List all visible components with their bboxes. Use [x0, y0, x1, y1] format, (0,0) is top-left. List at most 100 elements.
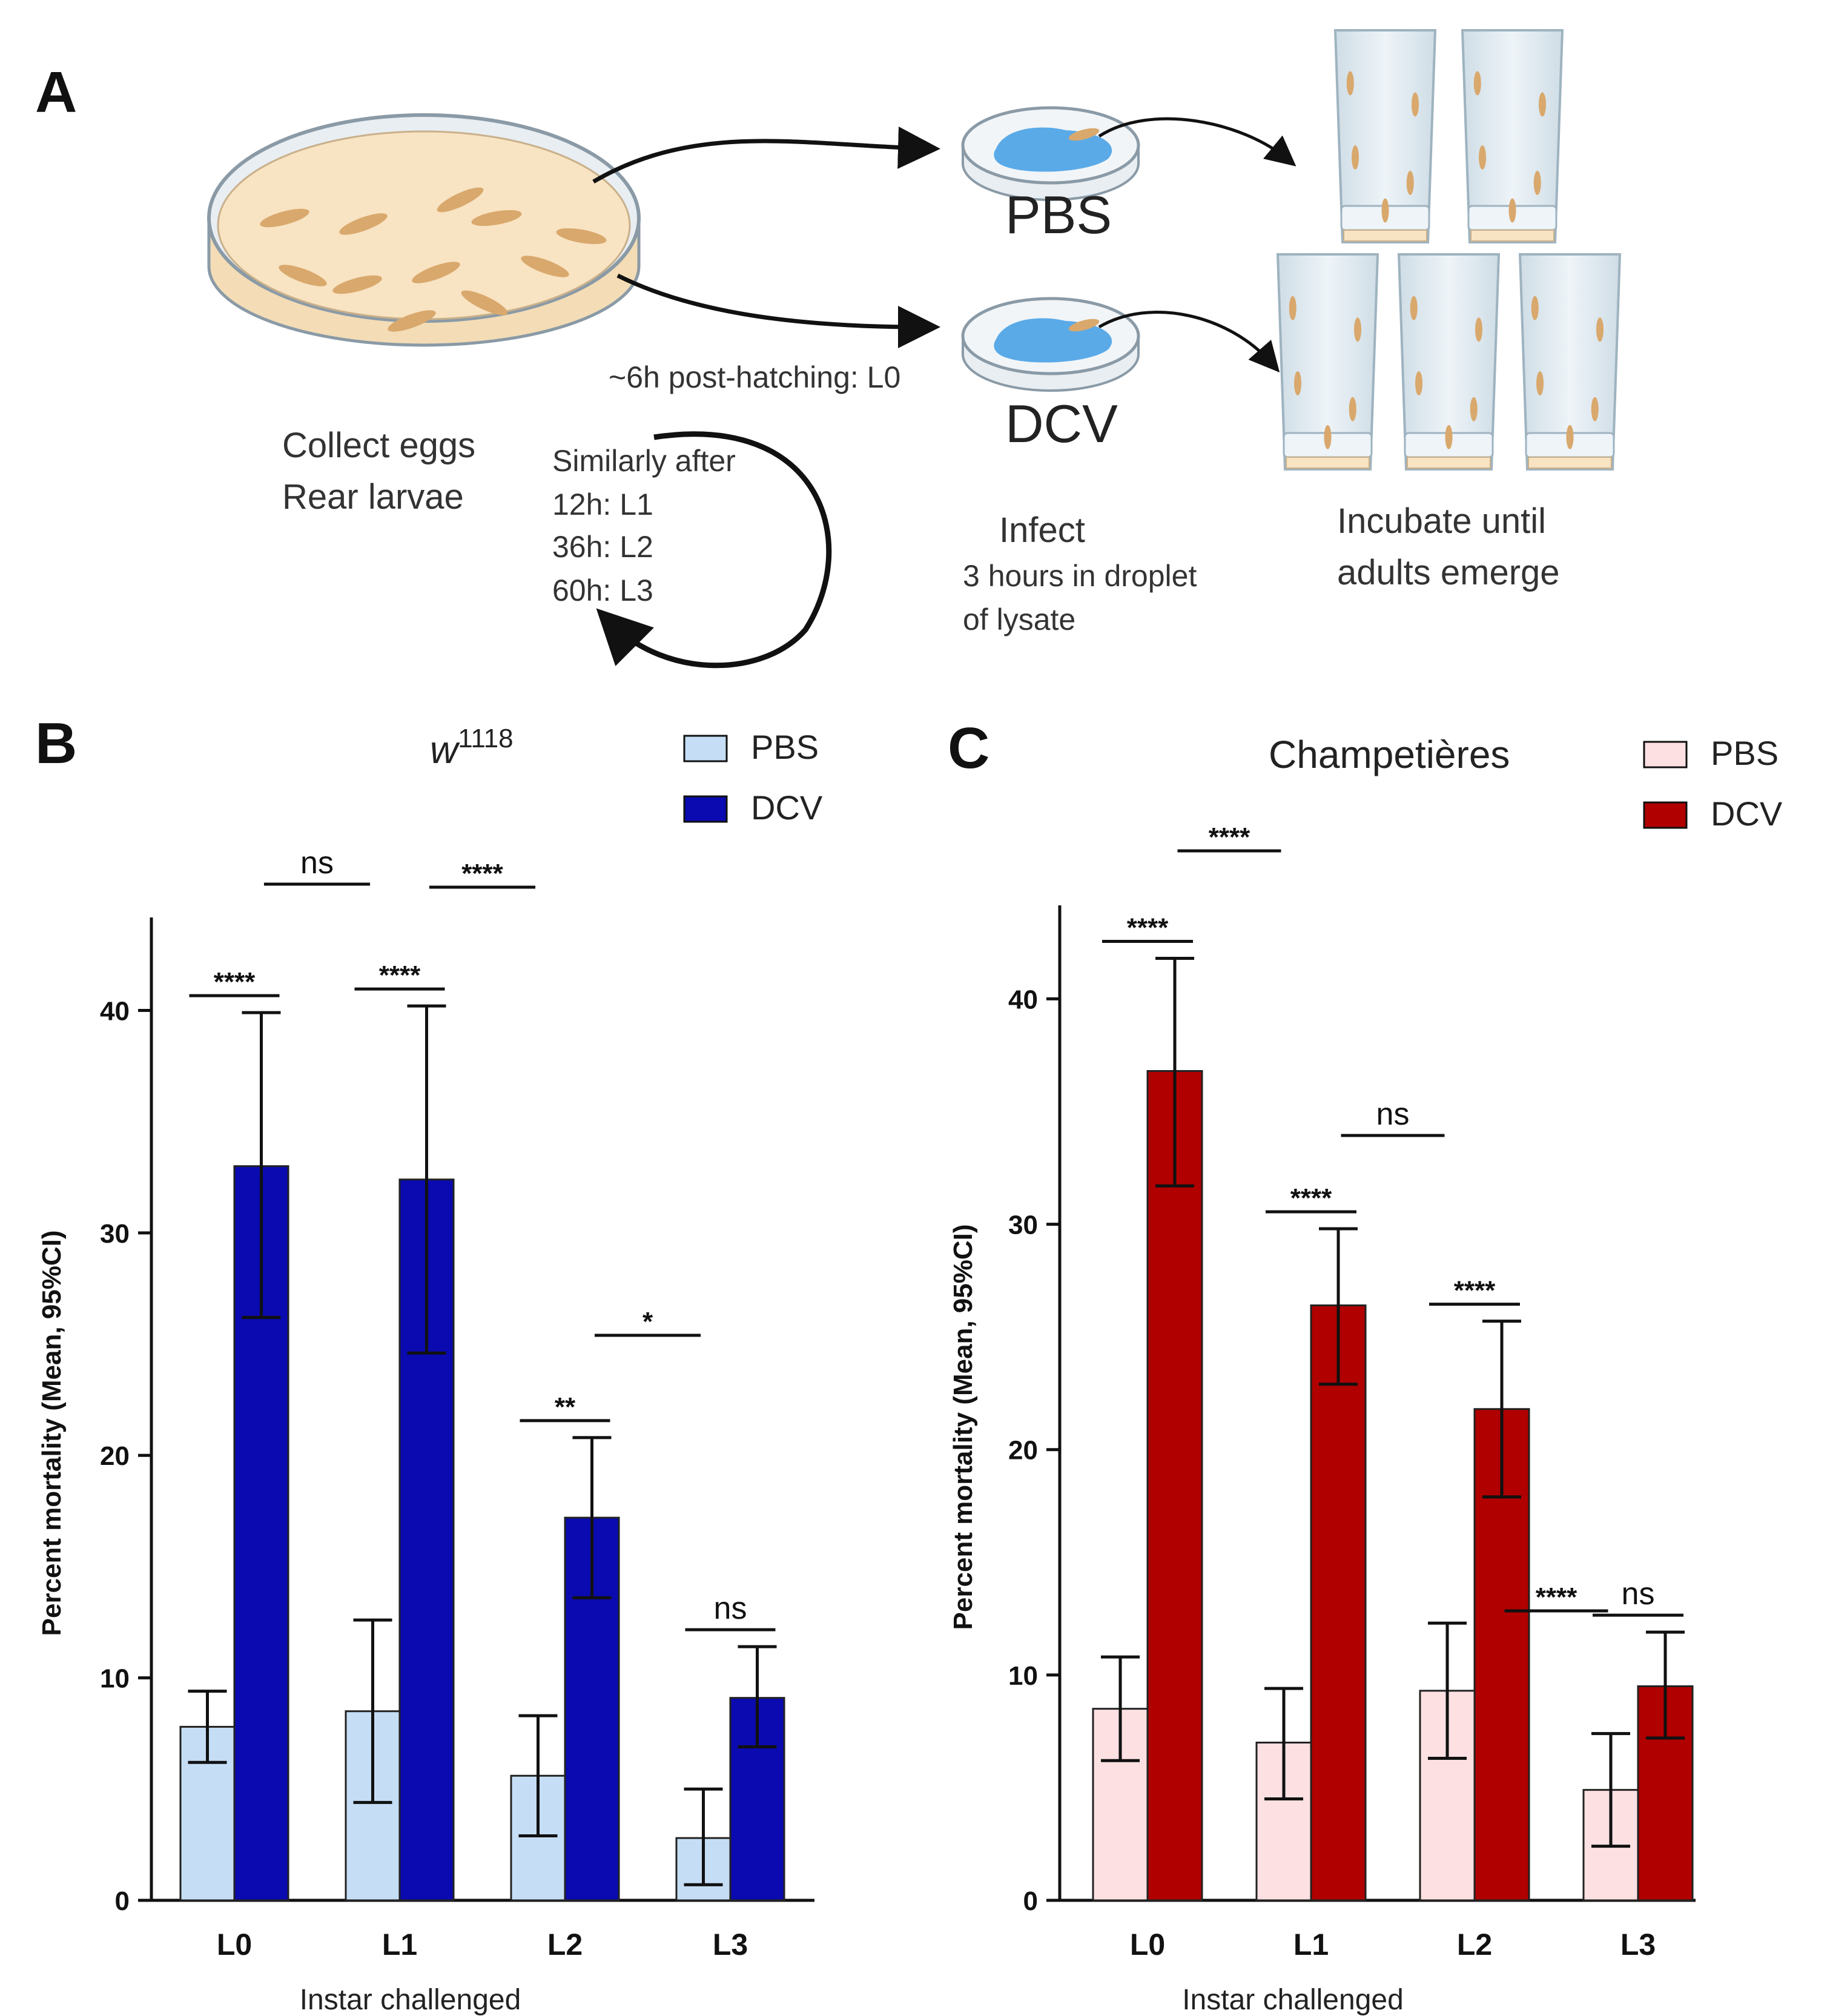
y-tick-label: 40	[1008, 985, 1038, 1014]
chart-title: w1118	[430, 724, 514, 772]
larvae-on-plate	[260, 187, 607, 332]
x-category-label: L0	[1130, 1928, 1165, 1961]
panel-letter: C	[948, 716, 989, 781]
arrow-dcv-to-vials	[1098, 311, 1280, 373]
pupa	[1475, 317, 1482, 342]
petri-dish-dcv	[961, 297, 1140, 392]
larva-2	[437, 187, 484, 213]
collect-eggs-text: Collect eggs	[282, 426, 475, 465]
pupa	[1294, 371, 1301, 395]
y-tick-label: 30	[100, 1219, 130, 1249]
pupa	[1289, 296, 1297, 320]
pupa	[1352, 145, 1359, 170]
x-category-label: L1	[1293, 1928, 1329, 1961]
bar-dcv	[1310, 1304, 1367, 1902]
pupa	[1470, 397, 1478, 421]
pupa	[1406, 171, 1414, 195]
pupa	[1539, 92, 1546, 117]
repeat-loop-arrow	[596, 431, 832, 669]
vial-food	[1528, 457, 1612, 469]
x-category-label: L3	[1620, 1928, 1656, 1961]
legend-swatch-pbs	[1643, 741, 1688, 768]
x-category-label: L2	[547, 1928, 583, 1961]
within-sig-label: ****	[1454, 1276, 1496, 1306]
infect-detail-line1: 3 hours in droplet	[963, 559, 1197, 593]
pupa	[1531, 296, 1539, 320]
y-axis-title: Percent mortality (Mean, 95%CI)	[948, 1224, 978, 1630]
pupa	[1324, 425, 1332, 449]
between-sig-label: ****	[461, 859, 503, 888]
arrow-to-pbs	[592, 126, 940, 184]
pbs-dish-label: PBS	[1005, 185, 1112, 245]
dcv-dish-label: DCV	[1005, 394, 1118, 454]
incubate-text-line2: adults emerge	[1337, 553, 1560, 592]
larva-7	[461, 290, 508, 316]
vial-0	[1333, 29, 1437, 243]
pupa	[1410, 296, 1418, 320]
legend-swatch-pbs	[683, 735, 728, 762]
petri-dish-pbs	[961, 106, 1140, 201]
pupa	[1346, 71, 1354, 96]
incubate-text-line1: Incubate until	[1337, 501, 1546, 541]
step-l3-text: 60h: L3	[552, 573, 653, 607]
vial-3	[1397, 253, 1501, 471]
within-sig-label: ns	[714, 1591, 747, 1626]
y-tick-label: 20	[1008, 1436, 1038, 1466]
step-l1-text: 12h: L1	[552, 487, 653, 521]
post-hatching-text: ~6h post-hatching: L0	[609, 360, 900, 394]
within-sig-label: ****	[1290, 1183, 1332, 1213]
larva-5	[332, 275, 382, 294]
pupa	[1536, 371, 1544, 395]
pupa	[1445, 425, 1453, 449]
arrow-to-dcv	[616, 273, 940, 348]
larva-6	[412, 262, 460, 283]
larva-3	[471, 210, 522, 226]
between-sig-label: ****	[1209, 822, 1250, 852]
legend-swatch-dcv	[1643, 801, 1688, 829]
panel-letter: B	[35, 711, 77, 776]
y-tick-label: 0	[115, 1886, 130, 1916]
bar-dcv	[1146, 1070, 1203, 1902]
within-sig-label: **	[555, 1392, 576, 1422]
legend-label-pbs: PBS	[751, 728, 819, 766]
panel-a: A Collect eggs Rear larvae ~6h post-hatc…	[35, 29, 1622, 669]
vial-4	[1518, 253, 1622, 471]
vial-food	[1343, 230, 1427, 242]
vials-group	[1276, 29, 1622, 471]
chart-title-main: Champetières	[1269, 733, 1510, 776]
pupa	[1354, 317, 1361, 342]
rear-larvae-text: Rear larvae	[282, 477, 464, 517]
chart-title-superscript: 1118	[458, 724, 513, 753]
vial-food	[1470, 230, 1554, 242]
legend-label-pbs: PBS	[1711, 734, 1779, 772]
pupa	[1412, 92, 1419, 117]
pupa	[1415, 371, 1422, 395]
y-tick-label: 20	[100, 1441, 130, 1471]
between-sig-label: ns	[1376, 1097, 1410, 1132]
pupa	[1566, 425, 1574, 449]
chart-title: Champetières	[1269, 733, 1510, 776]
legend-label-dcv: DCV	[1711, 795, 1783, 833]
within-sig-label: ns	[1622, 1576, 1655, 1611]
within-sig-label: ****	[1127, 913, 1169, 942]
x-category-label: L0	[217, 1928, 252, 1961]
within-sig-label: ****	[214, 967, 256, 997]
x-category-label: L1	[382, 1928, 417, 1961]
legend: PBS DCV	[1643, 734, 1783, 833]
vial-1	[1461, 29, 1564, 243]
larva-10	[556, 228, 607, 245]
y-tick-label: 0	[1023, 1886, 1038, 1916]
between-sig-label: ****	[1536, 1582, 1577, 1612]
vial-food	[1286, 457, 1370, 469]
arrow-pbs-to-vials	[1098, 117, 1297, 167]
larva-1	[339, 213, 388, 235]
y-tick-label: 10	[100, 1664, 130, 1694]
pupa	[1596, 317, 1604, 342]
y-tick-label: 30	[1008, 1211, 1038, 1240]
panel-a-letter: A	[35, 60, 77, 125]
pupa	[1533, 171, 1541, 195]
